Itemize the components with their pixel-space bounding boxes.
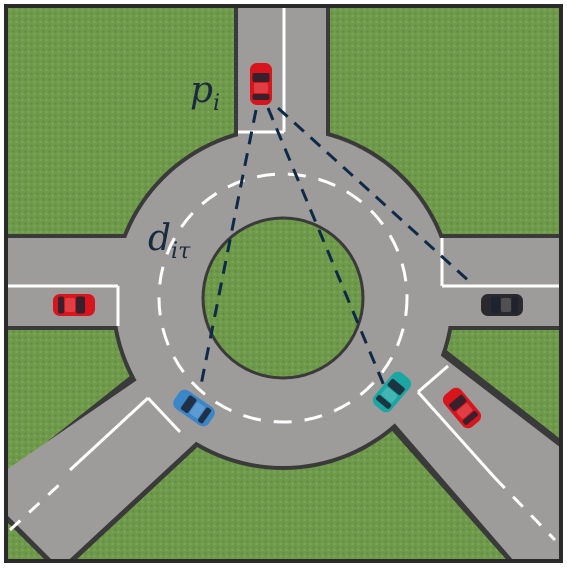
- central-island: [203, 218, 363, 378]
- car-black-icon: [481, 294, 523, 316]
- car-red-north: [250, 63, 272, 105]
- car-red-icon: [53, 294, 95, 316]
- car-red-west: [53, 294, 95, 316]
- car-red-icon: [250, 63, 272, 105]
- car-black-east: [481, 294, 523, 316]
